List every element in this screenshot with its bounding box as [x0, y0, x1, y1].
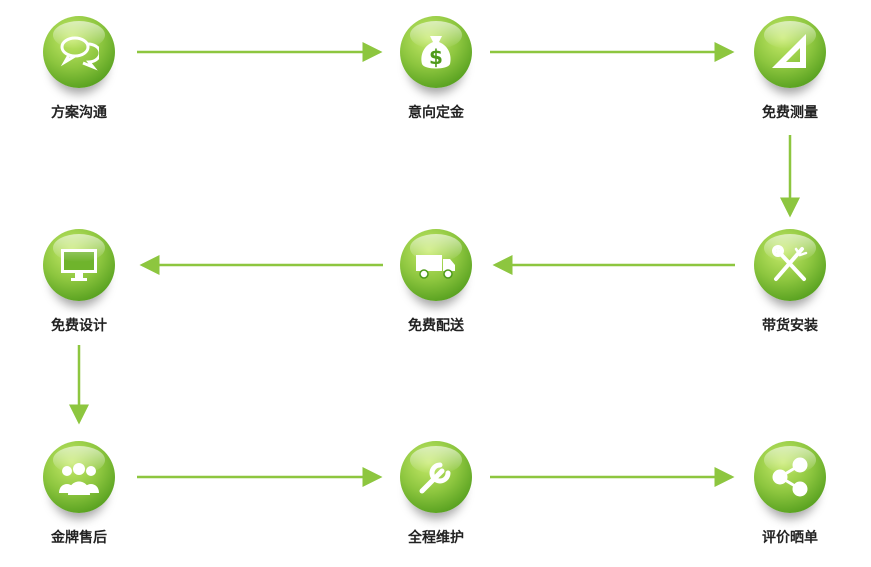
step-9: 评价晒单	[730, 441, 850, 547]
step-label: 评价晒单	[762, 530, 818, 546]
wrench-icon	[400, 441, 472, 513]
step-5: 免费配送	[376, 229, 496, 335]
monitor-icon	[43, 229, 115, 301]
money-bag-icon: $	[400, 16, 472, 88]
step-8: 全程维护	[376, 441, 496, 547]
ruler-triangle-icon	[754, 16, 826, 88]
step-3: 免费测量	[730, 16, 850, 122]
step-7: 金牌售后	[19, 441, 139, 547]
chat-bubbles-icon	[43, 16, 115, 88]
step-label: 方案沟通	[51, 105, 107, 121]
step-4: 带货安装	[730, 229, 850, 335]
step-label: 全程维护	[408, 530, 464, 546]
step-label: 带货安装	[762, 318, 818, 334]
step-label: 意向定金	[408, 105, 464, 121]
share-icon	[754, 441, 826, 513]
svg-text:$: $	[429, 45, 443, 69]
step-1: 方案沟通	[19, 16, 139, 122]
step-label: 免费配送	[408, 318, 464, 334]
step-2: $ 意向定金	[376, 16, 496, 122]
step-label: 金牌售后	[51, 530, 107, 546]
step-label: 免费设计	[51, 318, 107, 334]
truck-icon	[400, 229, 472, 301]
step-label: 免费测量	[762, 105, 818, 121]
team-icon	[43, 441, 115, 513]
step-6: 免费设计	[19, 229, 139, 335]
wrench-fork-icon	[754, 229, 826, 301]
